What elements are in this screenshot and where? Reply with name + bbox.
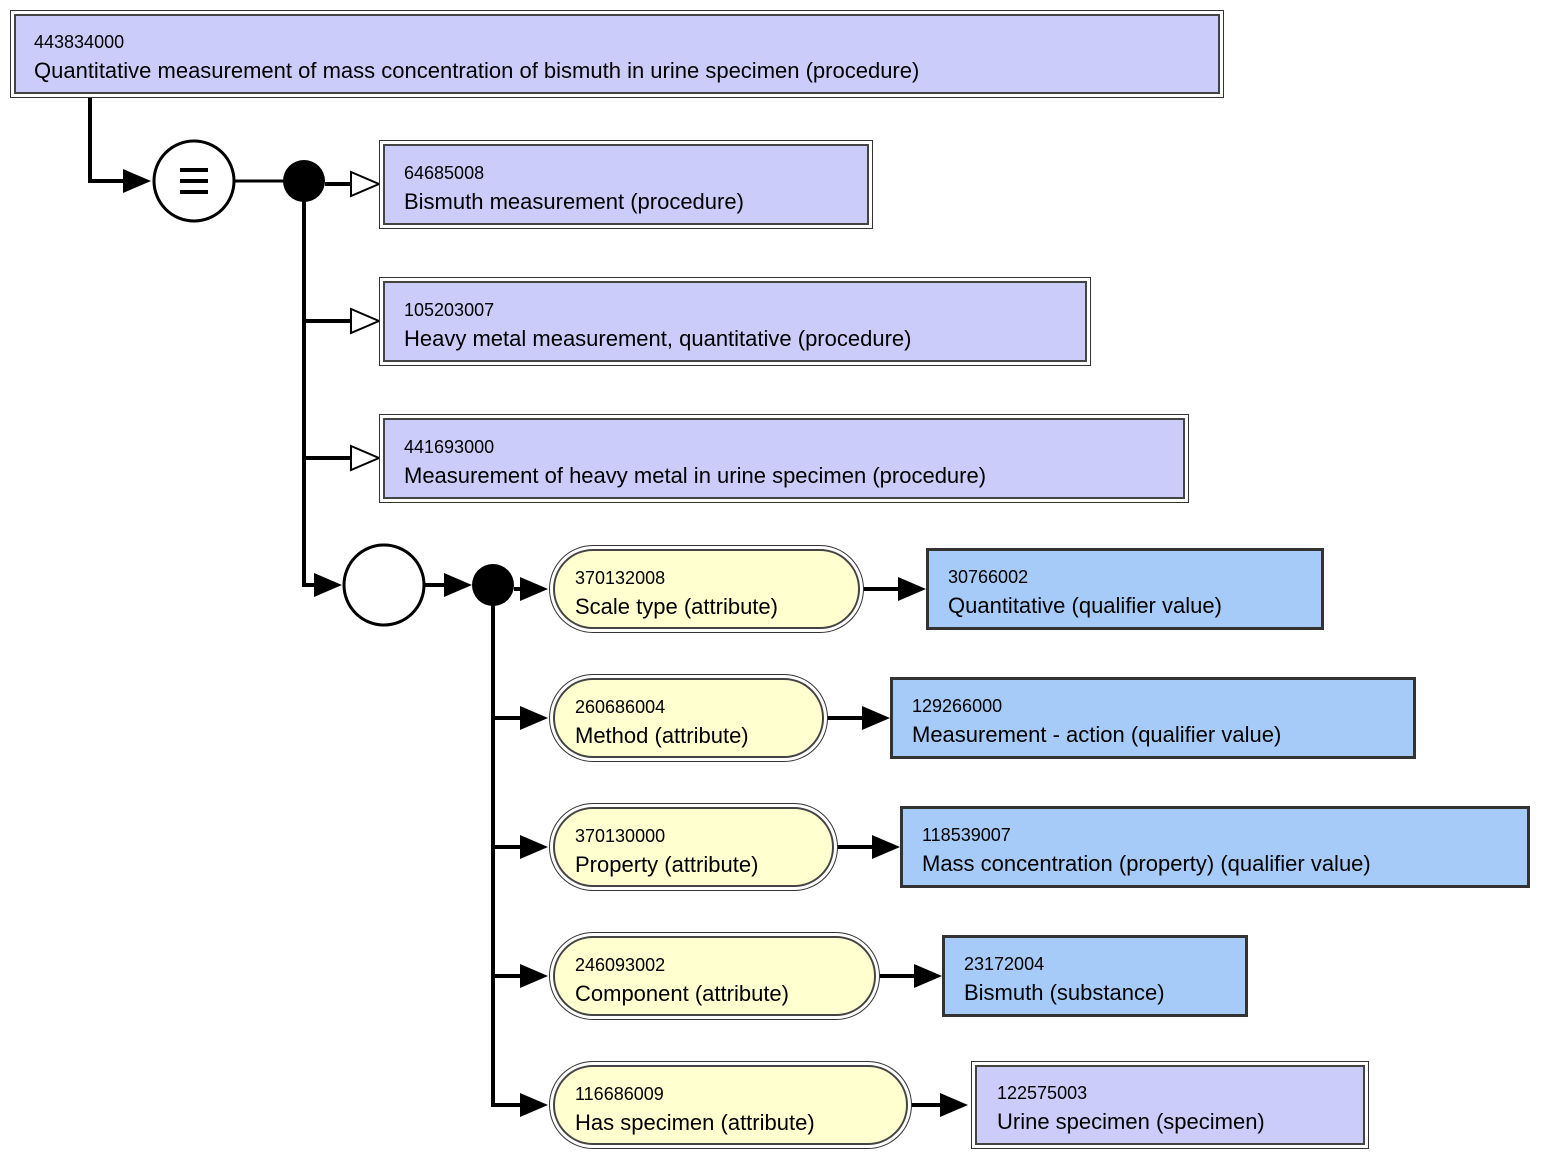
concept-term: Bismuth (substance) [964,980,1165,1005]
arrowhead-filled [520,964,548,988]
attribute-term: Method (attribute) [575,723,749,748]
concept-code: 105203007 [404,300,495,320]
value-concept[interactable]: 122575003 Urine specimen (specimen) [971,1061,1369,1149]
arrowhead-filled [520,1093,548,1117]
concept-term: Bismuth measurement (procedure) [404,189,744,214]
value-concept[interactable]: 118539007 Mass concentration (property) … [900,806,1530,888]
concept-term: Measurement - action (qualifier value) [912,722,1282,747]
arrowhead-filled [444,573,472,597]
hollow-arrowhead-icon [350,444,382,472]
concept-code: 443834000 [34,32,125,52]
connector-focus-to-definition [88,97,125,183]
attribute-code: 246093002 [575,955,666,975]
concept-code: 118539007 [922,825,1011,845]
attribute-group-icon [342,543,426,627]
value-concept[interactable]: 30766002 Quantitative (qualifier value) [926,548,1324,630]
concept-code: 441693000 [404,437,495,457]
conjunction-dot [283,160,325,202]
arrowhead-filled [898,577,926,601]
attribute-node[interactable]: 116686009 Has specimen (attribute) [549,1061,912,1149]
attribute-term: Property (attribute) [575,852,759,877]
attribute-code: 260686004 [575,697,666,717]
value-concept[interactable]: 23172004 Bismuth (substance) [942,935,1248,1017]
concept-code: 64685008 [404,163,485,183]
focus-concept[interactable]: 443834000 Quantitative measurement of ma… [10,10,1224,98]
arrowhead-filled [520,835,548,859]
arrowhead-filled [123,169,151,193]
concept-term: Quantitative (qualifier value) [948,593,1222,618]
attribute-code: 116686009 [575,1084,664,1104]
hollow-arrowhead-icon [350,170,382,198]
attribute-term: Scale type (attribute) [575,594,778,619]
arrowhead-filled [520,577,548,601]
attribute-node[interactable]: 260686004 Method (attribute) [549,674,828,762]
attribute-code: 370130000 [575,826,666,846]
arrowhead-filled [862,706,890,730]
concept-term: Measurement of heavy metal in urine spec… [404,463,987,488]
arrowhead-filled [314,573,342,597]
attribute-node[interactable]: 246093002 Component (attribute) [549,932,880,1020]
concept-term: Mass concentration (property) (qualifier… [922,851,1371,876]
attribute-node[interactable]: 370132008 Scale type (attribute) [549,545,864,633]
attribute-term: Component (attribute) [575,981,789,1006]
attribute-connector [491,1103,522,1107]
concept-code: 23172004 [964,954,1045,974]
hollow-arrowhead-icon [350,307,382,335]
arrowhead-filled [520,706,548,730]
attribute-term: Has specimen (attribute) [575,1110,815,1135]
arrowhead-filled [872,835,900,859]
concept-term: Heavy metal measurement, quantitative (p… [404,326,912,351]
parent-concept[interactable]: 64685008 Bismuth measurement (procedure) [379,140,873,229]
equivalent-icon [180,168,208,194]
concept-term: Urine specimen (specimen) [997,1109,1265,1134]
concept-code: 129266000 [912,696,1003,716]
arrowhead-filled [914,964,942,988]
attribute-node[interactable]: 370130000 Property (attribute) [549,803,838,891]
parent-concept[interactable]: 441693000 Measurement of heavy metal in … [379,414,1189,503]
parent-concept[interactable]: 105203007 Heavy metal measurement, quant… [379,277,1091,366]
attribute-code: 370132008 [575,568,666,588]
concept-term: Quantitative measurement of mass concent… [34,58,920,83]
value-concept[interactable]: 129266000 Measurement - action (qualifie… [890,677,1416,759]
conjunction-dot [472,564,514,606]
concept-code: 122575003 [997,1083,1088,1103]
arrowhead-filled [940,1093,968,1117]
concept-code: 30766002 [948,567,1029,587]
